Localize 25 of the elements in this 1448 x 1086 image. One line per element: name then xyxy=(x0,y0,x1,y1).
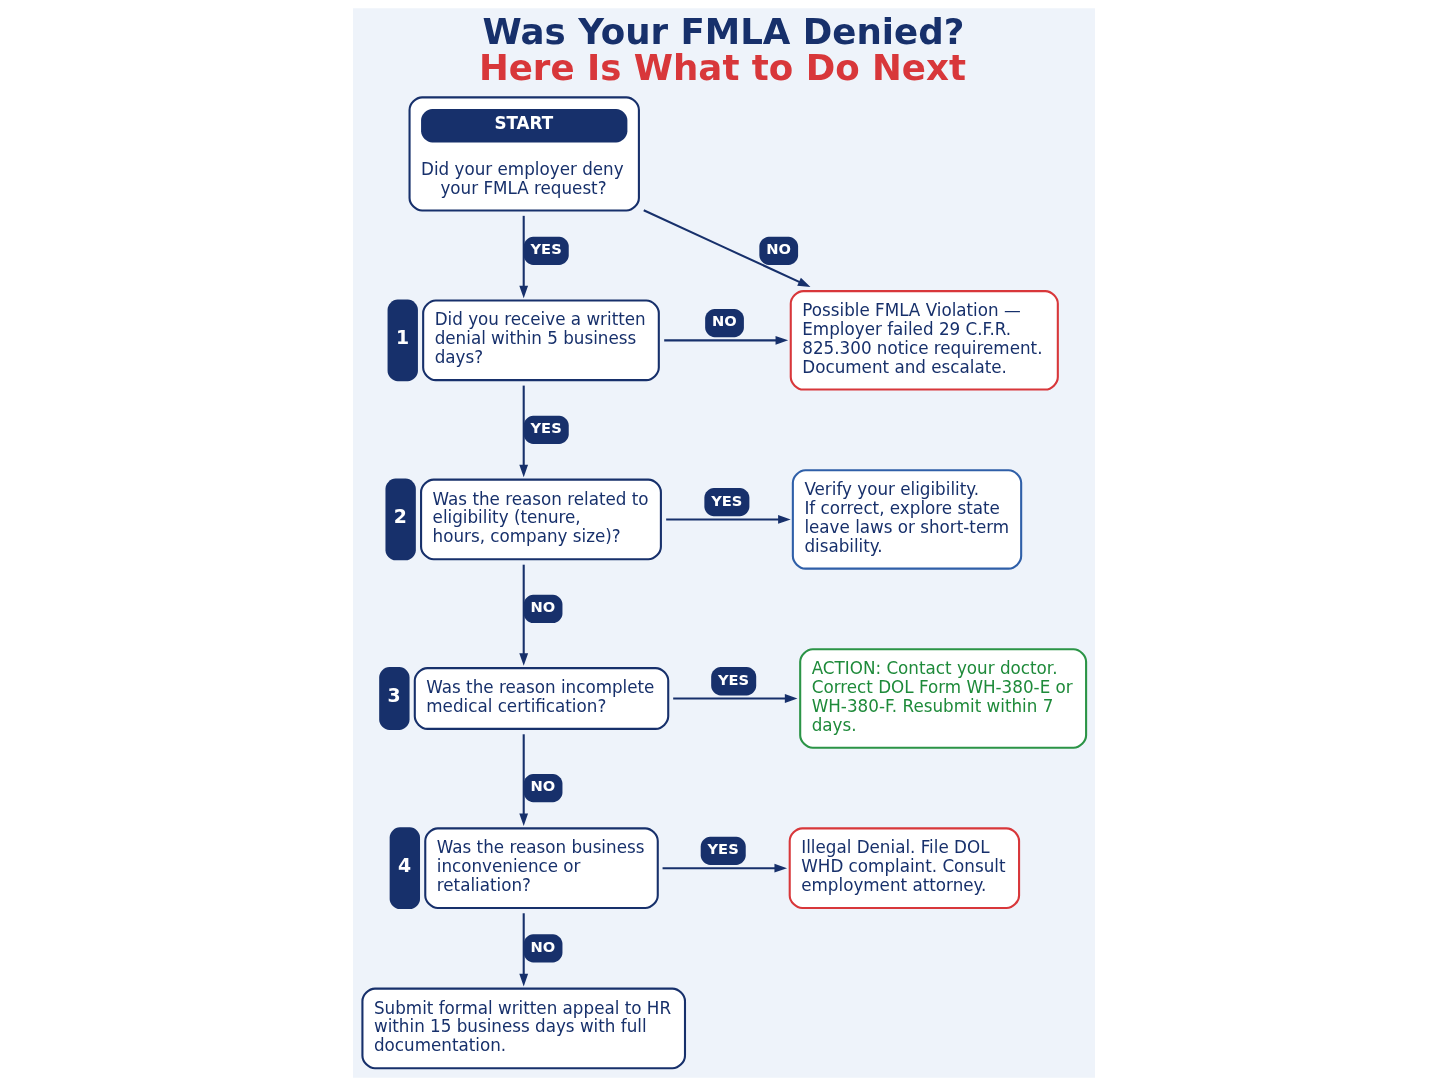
arrow xyxy=(519,913,529,987)
edge-label: NO xyxy=(711,312,737,330)
edge-label: NO xyxy=(530,598,556,616)
edge-label: YES xyxy=(530,419,562,437)
arrow xyxy=(664,335,789,345)
arrow xyxy=(662,863,788,873)
arrow xyxy=(673,694,798,703)
node-label: 1 xyxy=(395,326,410,348)
edge-label: YES xyxy=(707,840,739,858)
edge-label: YES xyxy=(717,670,750,688)
arrow xyxy=(519,734,529,827)
edge-label: YES xyxy=(530,240,562,258)
node-label: 4 xyxy=(398,854,412,876)
edge-label: NO xyxy=(530,937,556,955)
edge-label: NO xyxy=(766,240,791,258)
arrow xyxy=(519,385,529,478)
arrow xyxy=(666,515,791,524)
arrow xyxy=(519,564,529,666)
edge-label: NO xyxy=(530,777,556,795)
arrow xyxy=(643,209,811,288)
node-label: 3 xyxy=(387,685,401,707)
arrow xyxy=(519,215,529,299)
node-label: 2 xyxy=(393,506,407,527)
diagram-title: Was Your FMLA Denied? Here Is What to Do Next xyxy=(478,11,966,88)
edge-label: YES xyxy=(711,491,743,509)
